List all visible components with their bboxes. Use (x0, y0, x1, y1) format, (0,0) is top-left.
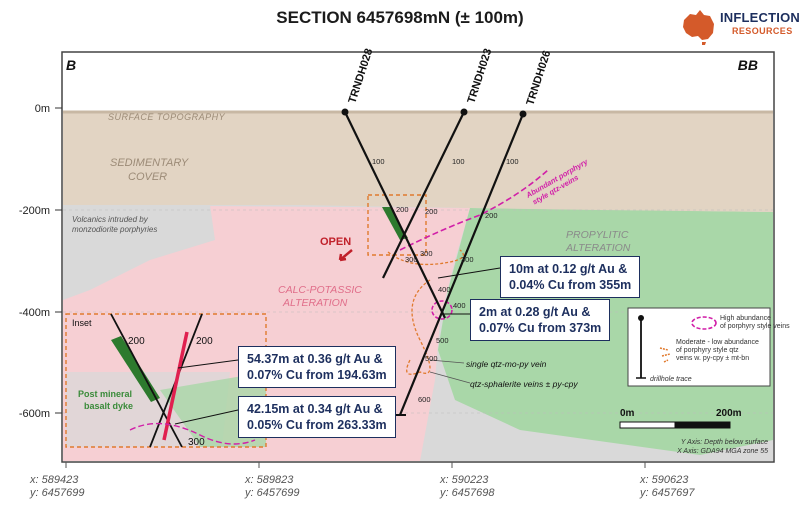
assay-callout-4: 42.15m at 0.34 g/t Au & 0.05% Cu from 26… (238, 396, 396, 438)
axis-note-x: X Axis: GDA94 MGA zone 55 (676, 448, 768, 455)
callout-line: 0.07% Cu from 194.63m (247, 368, 387, 382)
highlight-box (367, 194, 427, 256)
legend-high-line2: of porphyry style veins (720, 323, 790, 330)
coord-y: y: 6457697 (640, 487, 695, 499)
hole-depth-tick: 100 (506, 157, 519, 166)
propylitic-label-line2: ALTERATION (565, 242, 631, 254)
coord-label-3: x: 590223 y: 6457698 (440, 474, 494, 500)
volcanics-label-line2: monzodiorite porphyries (72, 225, 157, 234)
drillhole-trndh028 (344, 111, 446, 319)
sphalerite-vein-note: qtz-sphalerite veins ± py-cpy (470, 379, 578, 389)
hole-depth-tick: 600 (418, 395, 431, 404)
propylitic-label-line1: PROPYLITIC (566, 229, 629, 241)
callout-line: 2m at 0.28 g/t Au & (479, 305, 591, 319)
high-vein-ellipse (431, 300, 453, 320)
sedimentary-label-line2: COVER (128, 171, 167, 183)
corner-label-b: B (66, 57, 76, 73)
legend-trace: drillhole trace (650, 376, 692, 383)
coord-x: x: 590623 (640, 474, 689, 486)
inset-tick-300: 300 (188, 437, 205, 448)
hole-depth-tick: 500 (436, 336, 449, 345)
basalt-dyke (111, 336, 160, 402)
axis-note-y: Y Axis: Depth below surface (681, 439, 768, 446)
coord-label-4: x: 590623 y: 6457697 (640, 474, 694, 500)
coord-x: x: 589423 (30, 474, 79, 486)
mineralised-interval (162, 331, 189, 441)
dyke-label-line1: Post mineral (78, 389, 132, 399)
hole-depth-tick: 200 (396, 205, 409, 214)
coord-x: x: 590223 (440, 474, 489, 486)
depth-label: 0m (35, 103, 50, 115)
vein-zone (382, 207, 408, 240)
logo-line2: RESOURCES (732, 26, 793, 36)
high-vein-trace (399, 169, 549, 251)
depth-label: -400m (19, 307, 50, 319)
open-label: OPEN (320, 236, 351, 248)
depth-label: -600m (19, 408, 50, 420)
coord-label-1: x: 589423 y: 6457699 (30, 474, 84, 500)
logo-line1: INFLECTION (720, 10, 800, 25)
hole-depth-tick: 100 (452, 157, 465, 166)
scale-end: 200m (716, 408, 742, 419)
depth-label: -200m (19, 205, 50, 217)
australia-icon (683, 10, 714, 45)
hole-depth-tick: 400 (438, 285, 451, 294)
calc-potassic-label-line1: CALC-POTASSIC (278, 284, 362, 296)
callout-line: 0.07% Cu from 373m (479, 321, 602, 335)
scale-start: 0m (620, 408, 635, 419)
callout-line: 0.04% Cu from 355m (509, 278, 632, 292)
volcanic-patch (63, 205, 215, 300)
calc-potassic-label-line2: ALTERATION (282, 297, 348, 309)
open-arrow-icon (338, 249, 353, 262)
drillhole-trndh023 (382, 111, 465, 279)
hole-depth-tick: 200 (425, 207, 438, 216)
hole-depth-tick: 400 (453, 301, 466, 310)
sedimentary-cover (63, 112, 773, 212)
callout-line: 0.05% Cu from 263.33m (247, 418, 387, 432)
hole-depth-tick: 500 (425, 354, 438, 363)
coord-y: y: 6457698 (440, 487, 495, 499)
page-title: SECTION 6457698mN (± 100m) (276, 8, 524, 27)
moderate-vein-trace-2 (406, 279, 431, 375)
hole-depth-tick: 200 (485, 211, 498, 220)
leader-line (437, 267, 501, 279)
volcanics-label-line1: Volcanics intruded by (72, 215, 149, 224)
dyke-label-line2: basalt dyke (84, 401, 133, 411)
legend-box (627, 307, 771, 387)
coord-label-2: x: 589823 y: 6457699 (245, 474, 299, 500)
hole-depth-tick: 300 (461, 255, 474, 264)
inset-label: Inset (72, 318, 92, 328)
single-vein-note: single qtz-mo-py vein (466, 359, 547, 369)
drillhole-trndh026 (398, 113, 525, 416)
corner-label-bb: BB (738, 57, 758, 73)
inset-tick-200b: 200 (196, 336, 213, 347)
assay-callout-3: 54.37m at 0.36 g/t Au & 0.07% Cu from 19… (238, 346, 396, 388)
hole-depth-tick: 100 (372, 157, 385, 166)
legend-high-line1: High abundance (720, 315, 771, 322)
surface-topography-label: SURFACE TOPOGRAPHY (108, 112, 226, 122)
assay-callout-1: 10m at 0.12 g/t Au & 0.04% Cu from 355m (500, 256, 641, 298)
company-logo: INFLECTION RESOURCES (680, 4, 800, 52)
hole-depth-tick: 300 (420, 249, 433, 258)
legend-mod-line2: of porphyry style qtz (676, 347, 739, 354)
callout-line: 10m at 0.12 g/t Au & (509, 262, 628, 276)
moderate-vein-trace (387, 249, 464, 266)
sedimentary-label-line1: SEDIMENTARY (110, 157, 189, 169)
assay-callout-2: 2m at 0.28 g/t Au & 0.07% Cu from 373m (470, 299, 611, 341)
callout-line: 42.15m at 0.34 g/t Au & (247, 402, 383, 416)
coord-y: y: 6457699 (245, 487, 300, 499)
legend-mod-line1: Moderate - low abundance (676, 339, 759, 346)
legend-mod-line3: veins w. py-cpy ± mt-bn (676, 355, 749, 362)
inset-tick-200a: 200 (128, 336, 145, 347)
coord-y: y: 6457699 (30, 487, 85, 499)
coord-x: x: 589823 (245, 474, 294, 486)
hole-depth-tick: 300 (405, 255, 418, 264)
callout-line: 54.37m at 0.36 g/t Au & (247, 352, 383, 366)
